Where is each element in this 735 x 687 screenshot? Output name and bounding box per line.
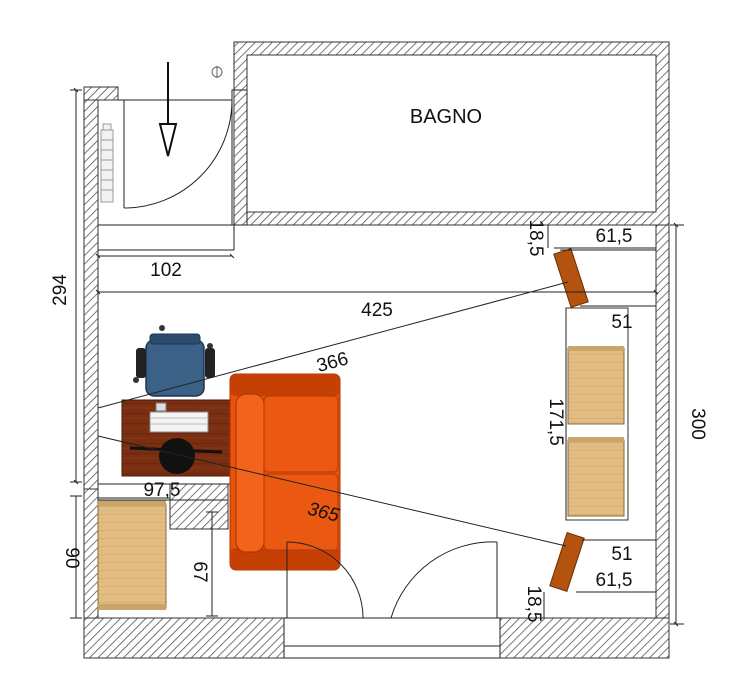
entrance-door — [123, 99, 233, 209]
dim-171-5: 171,5 — [545, 398, 566, 446]
dim-425: 425 — [361, 300, 393, 321]
bathroom-wall — [233, 41, 670, 226]
speaker-top — [553, 247, 589, 309]
dim-366: 366 — [315, 348, 351, 376]
desk — [121, 399, 231, 477]
small-symbol-icon — [211, 66, 223, 78]
keyboard — [149, 411, 209, 433]
dimension-lines — [70, 87, 684, 627]
dim-51-bottom: 51 — [611, 544, 632, 565]
walls — [83, 41, 670, 659]
radiator — [100, 123, 114, 203]
column — [169, 483, 229, 530]
cabinet — [97, 500, 167, 610]
inner-lines — [98, 89, 501, 659]
dim-18-5-top: 18,5 — [525, 220, 546, 257]
dim-97-5: 97,5 — [144, 480, 181, 501]
dim-294: 294 — [50, 274, 71, 306]
dim-61-5-top: 61,5 — [596, 226, 633, 247]
dim-18-5-bottom: 18,5 — [523, 586, 544, 623]
entrance-arrow-icon — [158, 62, 178, 157]
top-wall-left — [83, 86, 119, 101]
dim-300: 300 — [687, 408, 708, 440]
sofa — [229, 373, 341, 571]
right-cabinet-bottom — [567, 437, 625, 517]
right-cabinet-top — [567, 346, 625, 425]
office-chair — [133, 325, 215, 397]
dim-61-5-bottom: 61,5 — [596, 570, 633, 591]
speaker-bottom — [549, 531, 585, 593]
dim-102: 102 — [150, 260, 182, 281]
dim-67: 67 — [189, 561, 210, 582]
bathroom-label: BAGNO — [410, 106, 482, 128]
dim-90: 90 — [61, 547, 82, 568]
right-wall — [655, 224, 670, 659]
bottom-wall-right — [499, 617, 670, 659]
balcony-doors — [286, 541, 498, 619]
left-wall — [83, 86, 99, 490]
bottom-wall-left — [83, 617, 285, 659]
dim-51-top: 51 — [611, 312, 632, 333]
monitor-base — [159, 438, 195, 474]
